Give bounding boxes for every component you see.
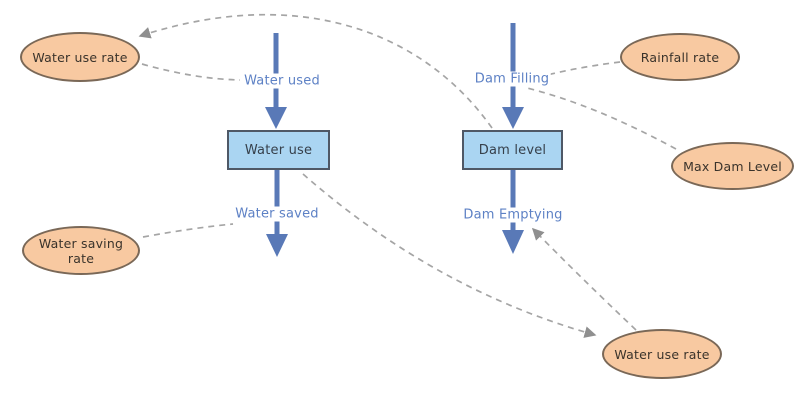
flow-arrow-water-saved[interactable] (266, 170, 288, 257)
link-water-use-to-water-use-rate-bottom[interactable] (302, 173, 597, 338)
link-dam-level-to-water-use-rate-top[interactable] (138, 13, 493, 129)
flow-arrowhead-dam-emptying (502, 230, 524, 254)
variable-water-use-rate-bottom-label: Water use rate (614, 346, 710, 362)
stock-water-use-label: Water use (244, 142, 313, 158)
flow-label-dam-emptying[interactable]: Dam Emptying (461, 207, 565, 223)
flow-label-water-saved[interactable]: Water saved (233, 206, 321, 222)
variable-max-dam-level[interactable]: Max Dam Level (671, 142, 794, 190)
stock-water-use[interactable]: Water use (227, 130, 330, 170)
variable-water-use-rate-bottom[interactable]: Water use rate (602, 329, 722, 379)
variable-rainfall-rate[interactable]: Rainfall rate (620, 33, 740, 81)
stock-dam-level[interactable]: Dam level (462, 130, 563, 170)
flow-arrow-dam-filling[interactable] (502, 23, 524, 129)
flow-arrowhead-water-used (265, 107, 287, 129)
variable-max-dam-level-label: Max Dam Level (683, 158, 782, 174)
flow-arrowhead-water-saved (266, 234, 288, 257)
variable-water-use-rate-top[interactable]: Water use rate (20, 32, 140, 82)
variable-water-saving-rate-label: Water saving rate (38, 235, 124, 266)
variable-water-use-rate-top-label: Water use rate (32, 49, 128, 65)
link-water-saving-rate-to-water-saved[interactable] (142, 223, 234, 238)
link-water-use-rate-bottom-to-dam-emptying[interactable] (531, 227, 637, 331)
flow-arrow-water-used[interactable] (265, 33, 287, 129)
link-water-use-rate-top-to-water-used[interactable] (141, 63, 241, 81)
flow-arrowhead-dam-filling (502, 107, 524, 129)
stock-dam-level-label: Dam level (478, 142, 547, 158)
link-max-dam-level-to-dam-filling[interactable] (526, 87, 677, 150)
flow-label-dam-filling[interactable]: Dam Filling (472, 71, 552, 87)
variable-water-saving-rate[interactable]: Water saving rate (22, 226, 140, 275)
flow-label-water-used[interactable]: Water used (242, 73, 322, 89)
variable-rainfall-rate-label: Rainfall rate (640, 49, 720, 65)
